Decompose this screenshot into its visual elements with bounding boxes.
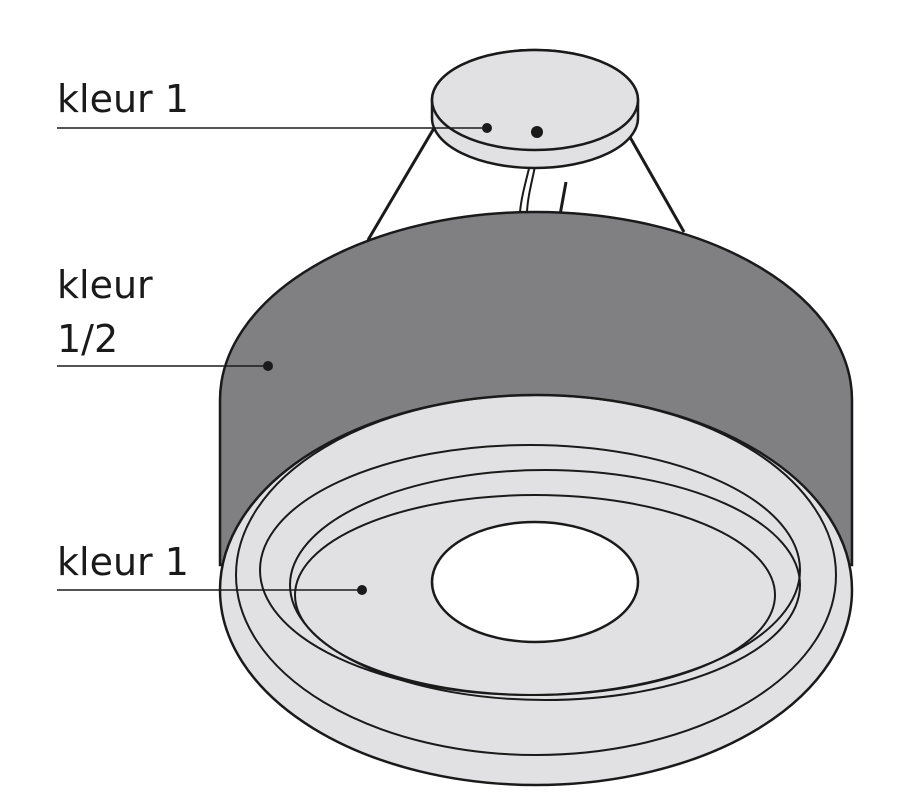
label-body-line1: kleur [57,263,153,307]
label-body-line2: 1/2 [57,317,118,361]
light-opening [430,520,640,644]
callout-body: kleur 1/2 [57,263,273,371]
lamp-shade-body [218,210,854,787]
label-inner: kleur 1 [57,540,189,584]
ceiling-canopy [430,48,640,170]
callout-inner: kleur 1 [57,540,367,595]
label-canopy: kleur 1 [57,77,189,121]
cable-gland-icon [531,126,543,138]
callout-canopy: kleur 1 [57,77,492,133]
